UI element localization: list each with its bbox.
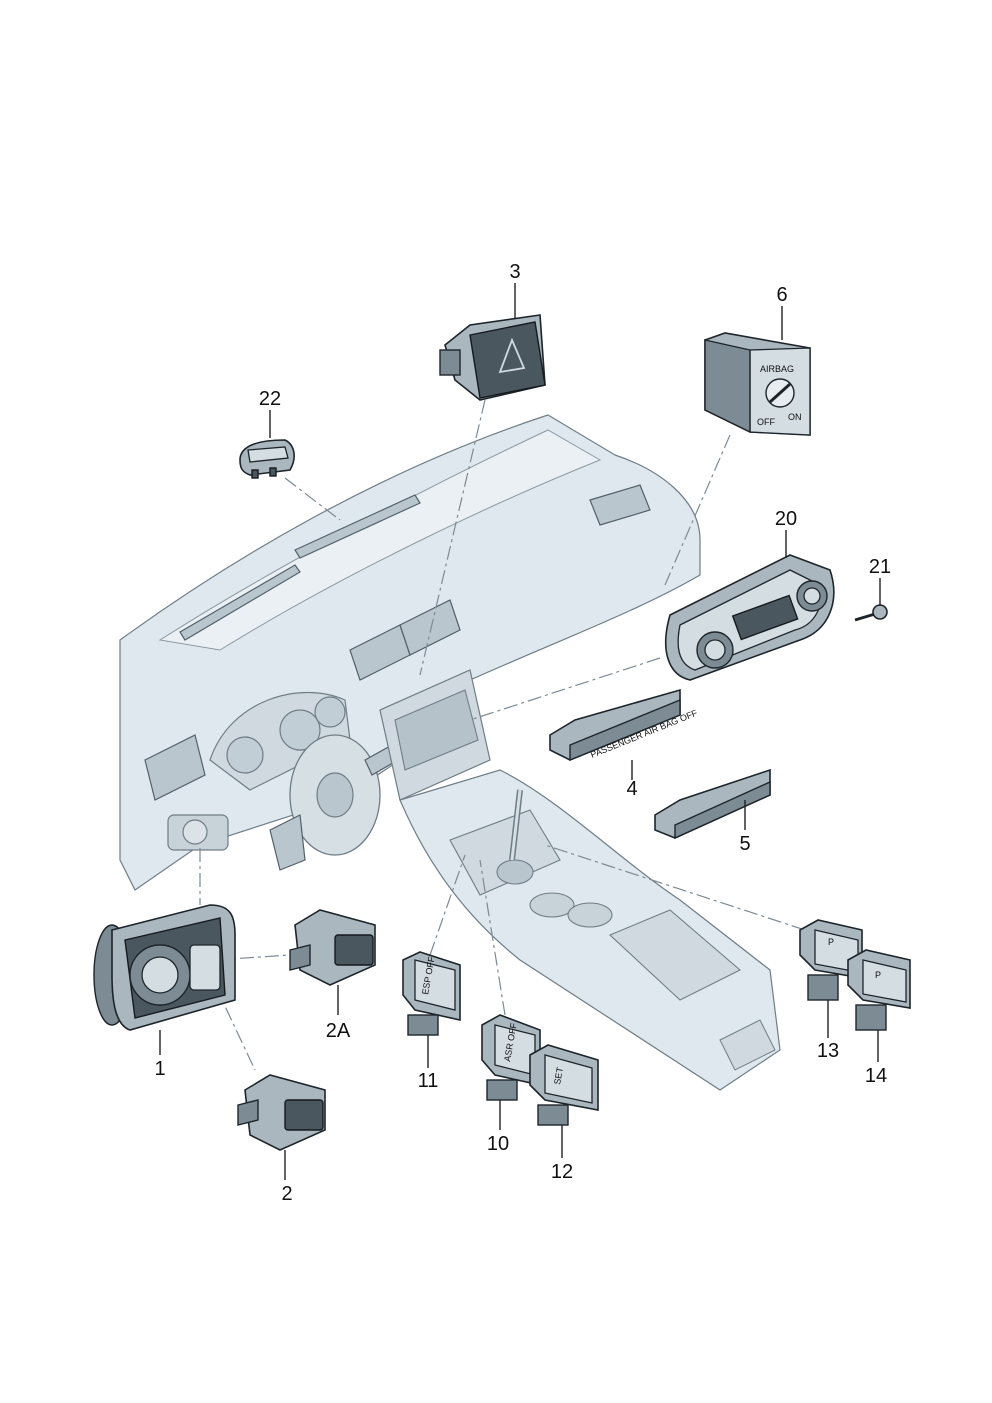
part-12-set-switch[interactable]: SET xyxy=(529,1044,599,1126)
hazard-triangle-icon xyxy=(498,337,526,374)
left-air-vent xyxy=(144,734,206,801)
callout-11: 11 xyxy=(418,1070,439,1092)
part-20-climate-control[interactable] xyxy=(664,554,835,681)
callout-22: 22 xyxy=(259,388,281,410)
part-22-switch[interactable] xyxy=(239,439,295,479)
part-13-park-assist-switch[interactable]: P xyxy=(799,919,863,1001)
part-5-switch-strip[interactable] xyxy=(654,768,771,840)
part-11-esp-off-switch[interactable]: ESP OFF xyxy=(402,951,461,1036)
callout-2a: 2A xyxy=(326,1020,351,1042)
callout-3: 3 xyxy=(509,261,520,283)
part-2-dimmer[interactable] xyxy=(237,1074,326,1151)
part-6-airbag-switch[interactable]: AIRBAG OFF ON xyxy=(704,332,811,436)
callout-20: 20 xyxy=(775,508,797,530)
center-vent-right xyxy=(399,599,461,656)
part-21-screw xyxy=(854,604,888,622)
callout-14: 14 xyxy=(865,1065,887,1087)
windshield-vent xyxy=(179,494,421,641)
set-label: SET xyxy=(552,1066,565,1085)
right-air-vent xyxy=(589,484,651,526)
light-switch-location xyxy=(167,814,229,851)
airbag-label: AIRBAG xyxy=(760,364,794,374)
airbag-on-label: ON xyxy=(788,412,802,422)
callout-21: 21 xyxy=(869,556,891,578)
part-14-parking-brake-switch[interactable]: P xyxy=(847,949,911,1031)
part-2a-dimmer[interactable] xyxy=(289,909,376,986)
dashboard-illustration xyxy=(119,414,781,1091)
leader-lines xyxy=(199,399,806,1071)
callout-12: 12 xyxy=(551,1161,573,1183)
park-brake-p-label: P xyxy=(875,970,881,980)
callout-1: 1 xyxy=(154,1058,165,1080)
callout-6: 6 xyxy=(776,284,787,306)
callout-4: 4 xyxy=(626,778,637,800)
callout-numbers: 3 6 22 20 21 4 5 1 2A 2 11 10 12 13 14 xyxy=(154,261,891,1205)
part-3-hazard-switch[interactable] xyxy=(439,314,546,401)
callout-13: 13 xyxy=(817,1040,839,1062)
callout-10: 10 xyxy=(487,1133,509,1155)
center-console xyxy=(399,769,781,1091)
callout-5: 5 xyxy=(739,833,750,855)
callout-2: 2 xyxy=(281,1183,292,1205)
callout-leaders xyxy=(159,283,881,1180)
airbag-off-label: OFF xyxy=(757,417,775,427)
part-1-light-switch[interactable] xyxy=(93,904,236,1031)
part-4-switch-strip[interactable]: PASSENGER AIR BAG OFF xyxy=(549,688,699,762)
park-p-label: P xyxy=(828,937,834,947)
